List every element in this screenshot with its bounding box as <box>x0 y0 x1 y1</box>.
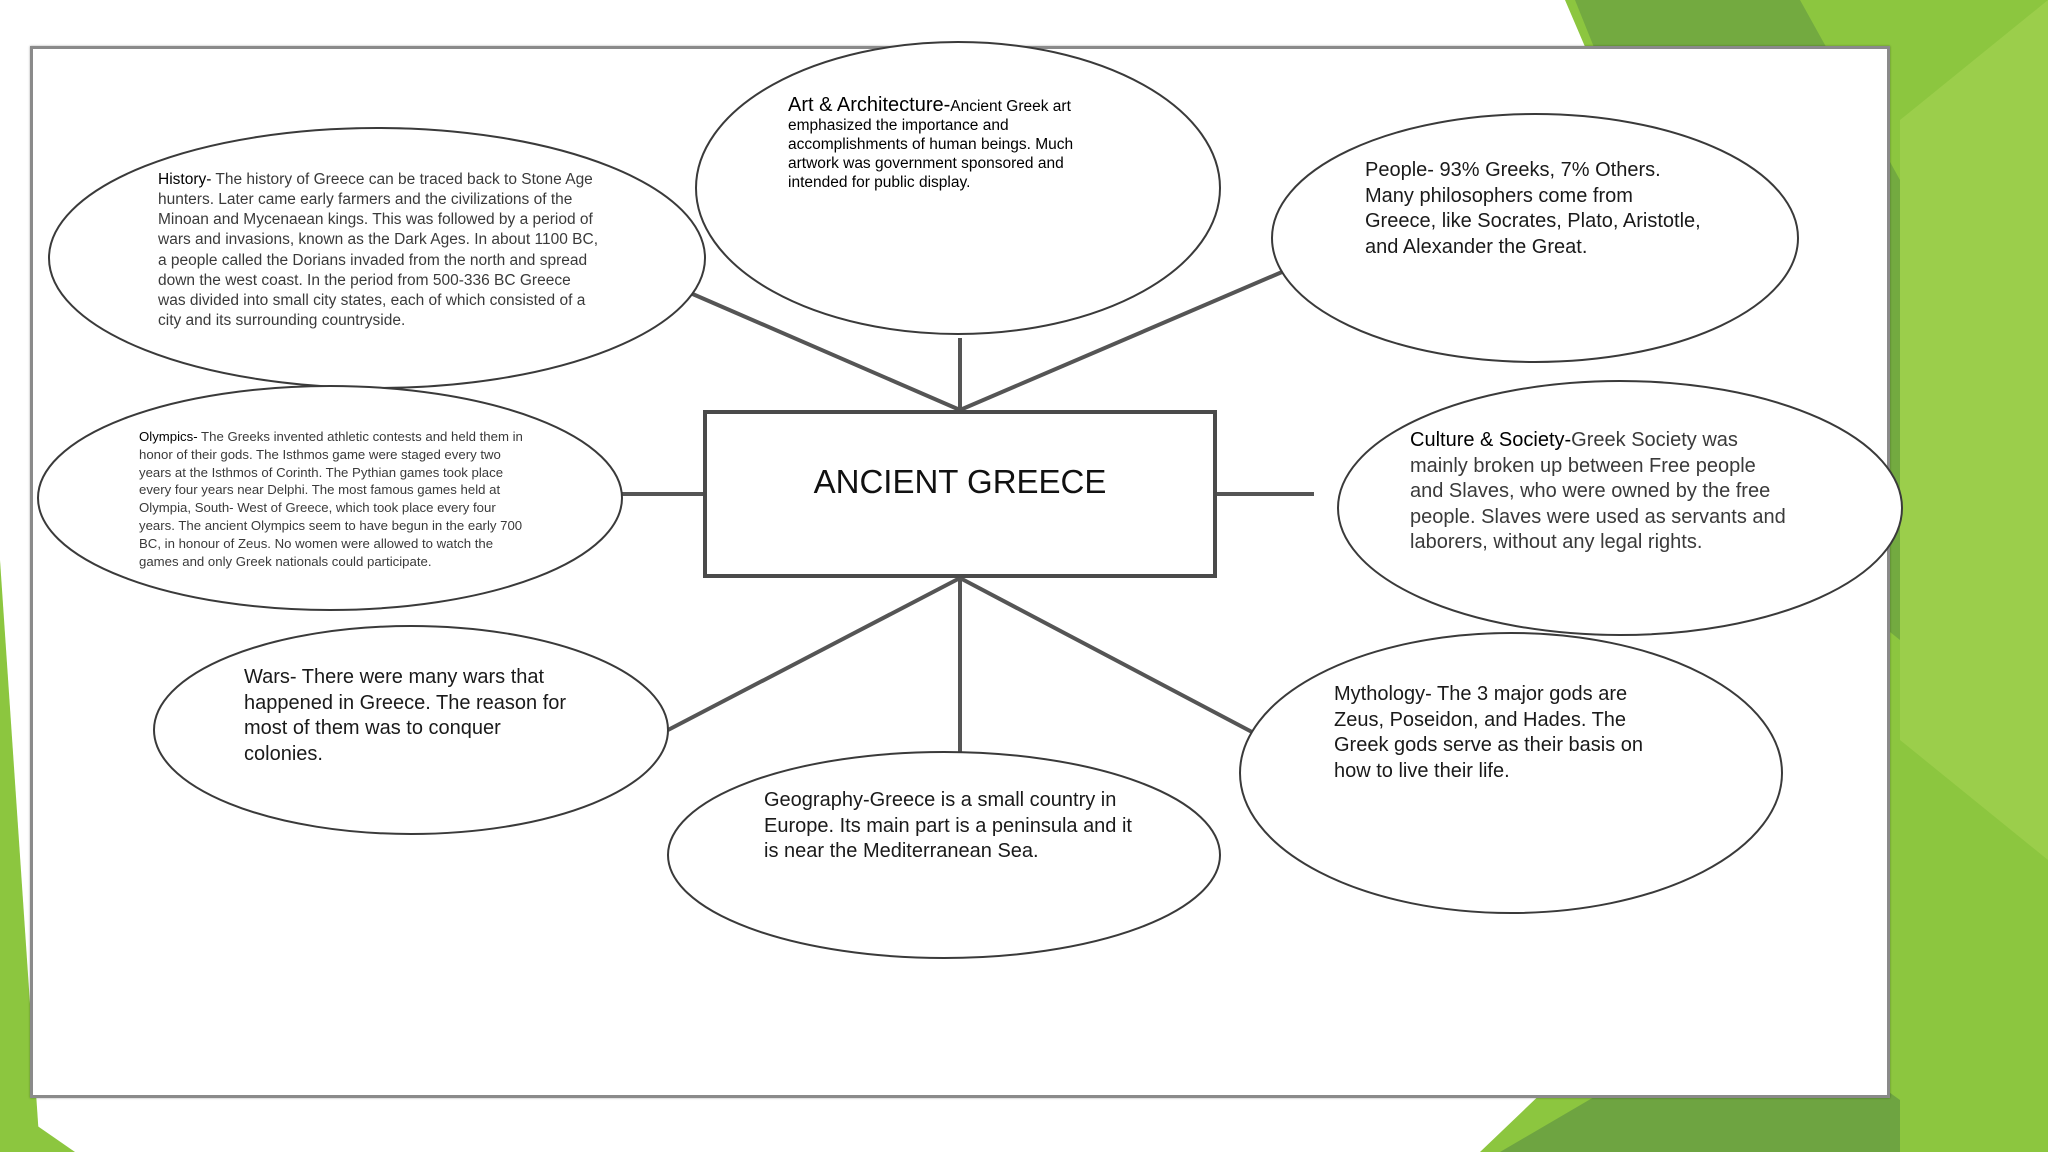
culture-heading: Culture & Society- <box>1410 429 1572 451</box>
olympics-heading: Olympics- <box>139 429 198 444</box>
node-geography <box>667 751 1221 959</box>
connector-mythology <box>959 576 1253 734</box>
node-mythology <box>1239 632 1783 914</box>
mythology-text: Mythology- The 3 major gods are Zeus, Po… <box>1334 683 1644 782</box>
olympics-body: The Greeks invented athletic contests an… <box>139 429 523 569</box>
art-body: Ancient Greek art emphasized the importa… <box>788 98 1074 192</box>
history-heading: History- <box>158 171 212 188</box>
connector-wars <box>667 576 961 732</box>
art-text: Art & Architecture-Ancient Greek art emp… <box>788 93 1123 193</box>
node-wars <box>153 625 669 835</box>
art-heading: Art & Architecture- <box>788 94 951 116</box>
culture-body: Greek Society was mainly broken up betwe… <box>1410 429 1786 554</box>
connector-history <box>687 290 961 412</box>
green-shape-left-bottom <box>0 1100 75 1152</box>
node-olympics <box>37 385 623 611</box>
center-title: ANCIENT GREECE <box>813 463 1107 500</box>
history-text: History- The history of Greece can be tr… <box>158 170 600 331</box>
wars-text: Wars- There were many wars that happened… <box>244 666 567 765</box>
center-box <box>703 410 1217 578</box>
node-people <box>1271 113 1799 363</box>
history-body: The history of Greece can be traced back… <box>158 171 598 329</box>
geography-text: Geography-Greece is a small country in E… <box>764 789 1132 863</box>
olympics-text: Olympics- The Greeks invented athletic c… <box>139 428 524 571</box>
connector-people <box>959 270 1283 412</box>
people-text: People- 93% Greeks, 7% Others. Many phil… <box>1365 159 1701 258</box>
culture-text: Culture & Society-Greek Society was main… <box>1410 428 1790 556</box>
node-art <box>695 41 1221 335</box>
node-culture <box>1337 380 1903 636</box>
green-shape-right-light <box>1900 0 2048 860</box>
